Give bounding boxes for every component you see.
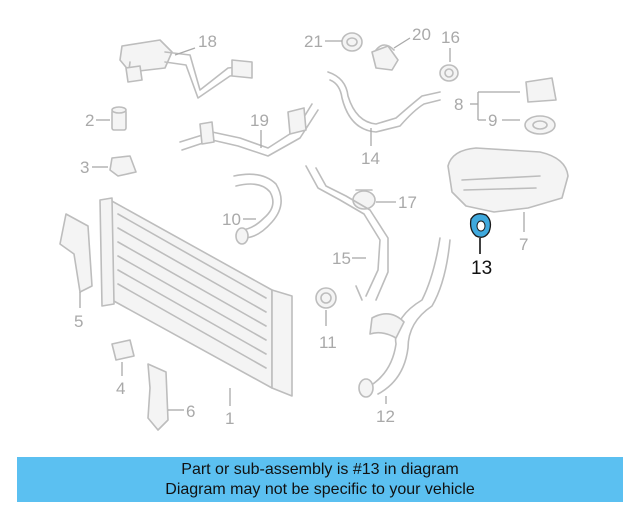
svg-text:5: 5 <box>74 312 83 331</box>
svg-text:9: 9 <box>488 111 497 130</box>
part-10-hose <box>233 173 282 245</box>
svg-text:7: 7 <box>519 235 528 254</box>
callout-15: 15 <box>332 249 366 268</box>
callout-1: 1 <box>225 388 234 428</box>
part-13-clamp-highlighted <box>469 213 492 238</box>
callout-17: 17 <box>376 193 417 212</box>
svg-text:11: 11 <box>319 333 337 352</box>
callout-19: 19 <box>250 111 269 148</box>
svg-text:20: 20 <box>412 25 431 44</box>
svg-text:19: 19 <box>250 111 269 130</box>
part-9-seal <box>524 115 556 135</box>
callout-7: 7 <box>519 212 528 254</box>
part-1-radiator <box>99 197 293 397</box>
part-14-hose <box>327 71 441 133</box>
part-3-mount <box>109 155 137 177</box>
callout-12: 12 <box>376 396 395 426</box>
part-21-clamp <box>341 32 363 52</box>
part-16-clamp <box>439 64 459 82</box>
parts-diagram: 18 21 20 16 14 8 <box>59 25 569 431</box>
part-18-coolant-pipe <box>119 39 253 99</box>
callout-5: 5 <box>74 292 83 331</box>
caption-line-part: Part or sub-assembly is #13 in diagram <box>181 461 459 478</box>
part-5-bracket <box>59 213 93 293</box>
svg-text:21: 21 <box>304 32 323 51</box>
diagram-caption: Part or sub-assembly is #13 in diagram D… <box>17 457 623 502</box>
svg-text:15: 15 <box>332 249 351 268</box>
callout-3: 3 <box>80 158 108 177</box>
svg-text:14: 14 <box>361 149 380 168</box>
svg-text:1: 1 <box>225 409 234 428</box>
svg-text:2: 2 <box>85 111 94 130</box>
svg-text:16: 16 <box>441 28 460 47</box>
part-12-lower-hose <box>358 237 451 398</box>
part-15-pipe <box>305 165 389 301</box>
callout-4: 4 <box>116 362 125 398</box>
callout-2: 2 <box>85 111 110 130</box>
svg-text:18: 18 <box>198 32 217 51</box>
callout-10: 10 <box>222 210 256 229</box>
part-2-bolt <box>111 106 127 131</box>
svg-text:17: 17 <box>398 193 417 212</box>
callout-14: 14 <box>361 128 380 168</box>
callout-20: 20 <box>393 25 431 49</box>
callout-6: 6 <box>168 402 195 421</box>
part-6-bracket <box>147 363 169 431</box>
svg-text:4: 4 <box>116 379 125 398</box>
svg-text:8: 8 <box>454 95 463 114</box>
part-20-hose <box>371 44 399 71</box>
callout-8-9: 8 9 <box>454 91 520 130</box>
callout-21: 21 <box>304 32 342 51</box>
part-11-clamp <box>315 287 337 309</box>
part-8-cap <box>525 77 557 103</box>
caption-line-disclaimer: Diagram may not be specific to your vehi… <box>165 481 475 498</box>
svg-text:13: 13 <box>471 258 492 279</box>
callout-13: 13 <box>471 238 492 279</box>
part-7-expansion-tank <box>447 147 569 213</box>
callout-16: 16 <box>441 28 460 62</box>
svg-text:3: 3 <box>80 158 89 177</box>
callout-11: 11 <box>319 310 337 352</box>
svg-text:12: 12 <box>376 407 395 426</box>
svg-text:10: 10 <box>222 210 241 229</box>
svg-text:6: 6 <box>186 402 195 421</box>
part-19-pipe <box>179 103 319 157</box>
part-4-mount <box>111 339 135 361</box>
callout-18: 18 <box>174 32 217 56</box>
